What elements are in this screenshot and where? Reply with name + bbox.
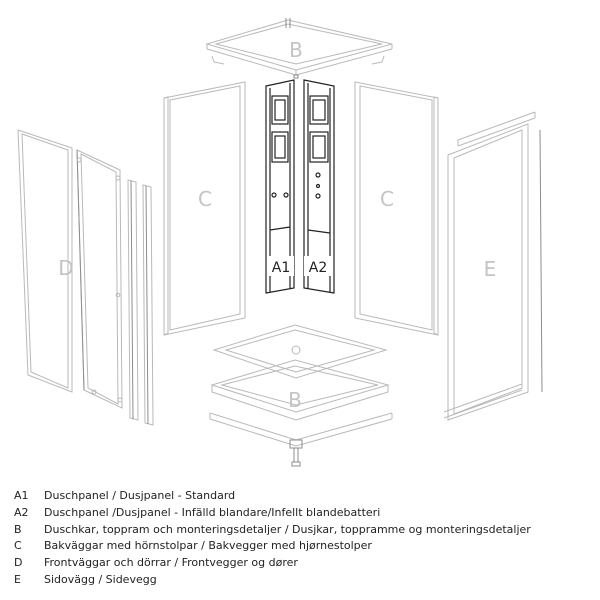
back-wall-c-left — [163, 81, 246, 336]
legend-code: A2 — [14, 505, 29, 519]
shower-tray-b — [209, 324, 393, 467]
label-e: E — [484, 257, 497, 281]
legend-code: E — [14, 572, 21, 586]
legend-row-d: D Frontväggar och dörrar / Frontvegger o… — [14, 555, 594, 572]
legend-row-a1: A1 Duschpanel / Dusjpanel - Standard — [14, 488, 594, 505]
legend-row-a2: A2 Duschpanel /Dusjpanel - Infälld bland… — [14, 505, 594, 522]
legend-text: Duschpanel / Dusjpanel - Standard — [44, 489, 236, 502]
legend-text: Duschkar, toppram och monteringsdetaljer… — [44, 522, 531, 536]
label-a2: A2 — [309, 260, 327, 276]
shower-panel-a2 — [303, 79, 335, 294]
label-b-top: B — [289, 38, 303, 62]
front-walls-doors-d — [17, 129, 154, 426]
label-b-bottom: B — [288, 388, 302, 412]
legend-code: D — [14, 556, 23, 570]
label-c-left: C — [198, 187, 212, 211]
legend-row-b: B Duschkar, toppram och monteringsdetalj… — [14, 522, 594, 539]
label-c-right: C — [380, 187, 394, 211]
legend-text: Sidovägg / Sidevegg — [44, 572, 157, 586]
label-a1: A1 — [272, 260, 290, 276]
exploded-shower-diagram: B C C D E B A1 A2 — [17, 18, 543, 467]
label-d: D — [58, 256, 73, 280]
legend-code: C — [14, 539, 22, 553]
legend-row-c: C Bakväggar med hörnstolpar / Bakvegger … — [14, 538, 594, 555]
legend-text: Frontväggar och dörrar / Frontvegger og … — [44, 556, 298, 570]
legend-text: Bakväggar med hörnstolpar / Bakvegger me… — [44, 539, 372, 553]
legend-row-e: E Sidovägg / Sidevegg — [14, 572, 594, 589]
legend-code: B — [14, 522, 22, 536]
legend-code: A1 — [14, 489, 29, 502]
side-wall-e — [443, 111, 543, 421]
parts-legend: A1 Duschpanel / Dusjpanel - Standard A2 … — [14, 488, 594, 589]
top-frame-b — [205, 18, 393, 79]
back-wall-c-right — [354, 81, 439, 336]
legend-text: Duschpanel /Dusjpanel - Infälld blandare… — [44, 505, 381, 519]
